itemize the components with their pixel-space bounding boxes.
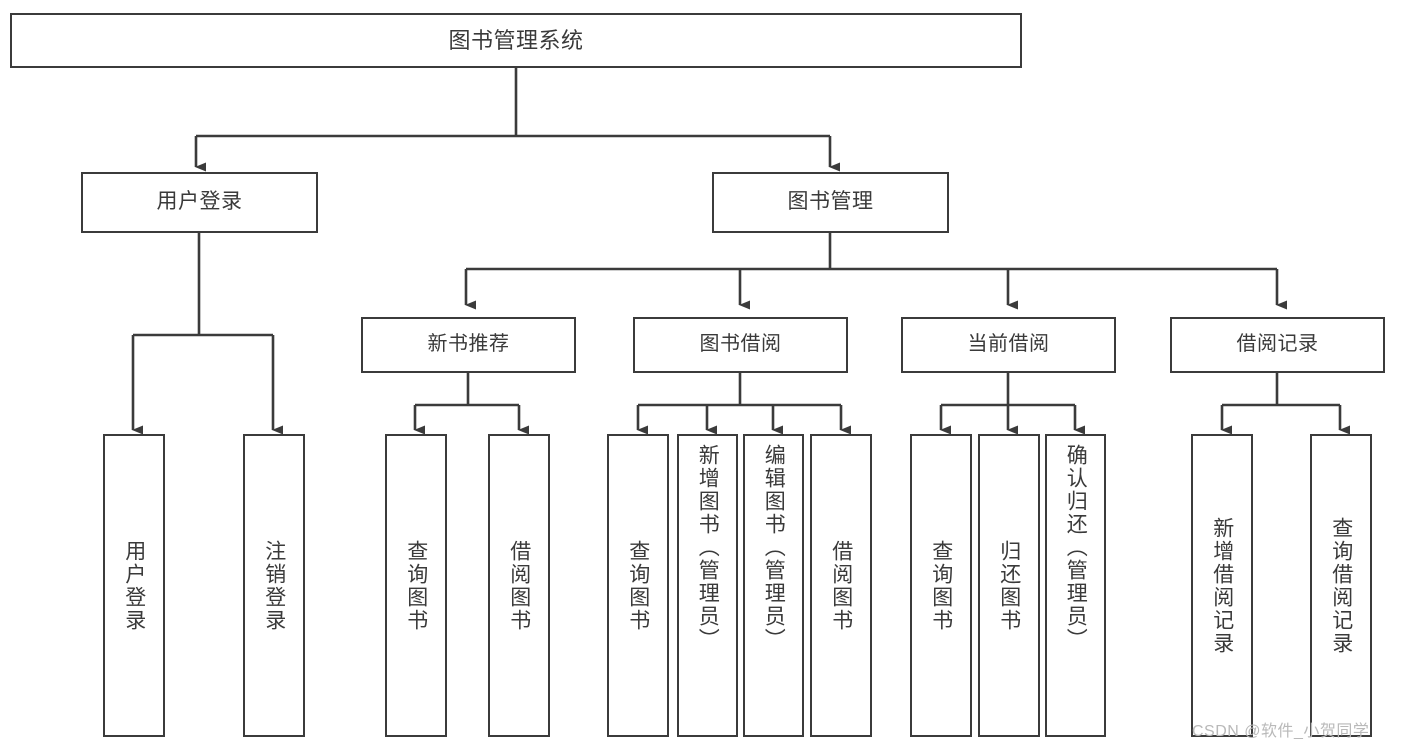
node-book-borrow[interactable]: 图书借阅 xyxy=(633,317,848,373)
node-root-system[interactable]: 图书管理系统 xyxy=(10,13,1022,68)
leaf-query-borrow-record[interactable]: 查询借阅记录 xyxy=(1310,434,1372,737)
node-label: 确认归还（管理员） xyxy=(1064,444,1088,651)
node-label: 图书管理系统 xyxy=(448,27,584,53)
node-label: 新书推荐 xyxy=(427,333,510,356)
node-label: 新增图书（管理员） xyxy=(696,444,720,651)
node-label: 查询图书 xyxy=(929,539,953,632)
leaf-query-book-recommend[interactable]: 查询图书 xyxy=(385,434,447,737)
leaf-logout[interactable]: 注销登录 xyxy=(243,434,305,737)
node-label: 注销登录 xyxy=(262,539,286,632)
node-label: 借阅图书 xyxy=(507,539,531,632)
node-label: 用户登录 xyxy=(122,539,146,632)
leaf-confirm-return-admin[interactable]: 确认归还（管理员） xyxy=(1045,434,1106,737)
node-label: 图书借阅 xyxy=(699,333,782,356)
node-label: 新增借阅记录 xyxy=(1210,516,1234,655)
leaf-query-book-current[interactable]: 查询图书 xyxy=(910,434,972,737)
leaf-borrow-book[interactable]: 借阅图书 xyxy=(810,434,872,737)
leaf-query-book-borrow[interactable]: 查询图书 xyxy=(607,434,669,737)
node-borrow-records[interactable]: 借阅记录 xyxy=(1170,317,1385,373)
node-label: 归还图书 xyxy=(997,539,1021,632)
node-label: 查询图书 xyxy=(626,539,650,632)
leaf-add-book-admin[interactable]: 新增图书（管理员） xyxy=(677,434,738,737)
leaf-return-book[interactable]: 归还图书 xyxy=(978,434,1040,737)
node-current-borrow[interactable]: 当前借阅 xyxy=(901,317,1116,373)
node-label: 查询图书 xyxy=(404,539,428,632)
node-user-login[interactable]: 用户登录 xyxy=(81,172,318,233)
node-label: 查询借阅记录 xyxy=(1329,516,1353,655)
node-label: 当前借阅 xyxy=(967,333,1050,356)
leaf-add-borrow-record[interactable]: 新增借阅记录 xyxy=(1191,434,1253,737)
node-label: 编辑图书（管理员） xyxy=(762,444,786,651)
leaf-borrow-book-recommend[interactable]: 借阅图书 xyxy=(488,434,550,737)
node-book-management[interactable]: 图书管理 xyxy=(712,172,949,233)
csdn-watermark: CSDN @软件_小贺同学 xyxy=(1192,723,1370,740)
leaf-user-login[interactable]: 用户登录 xyxy=(103,434,165,737)
node-label: 借阅图书 xyxy=(829,539,853,632)
leaf-edit-book-admin[interactable]: 编辑图书（管理员） xyxy=(743,434,804,737)
node-label: 用户登录 xyxy=(156,190,243,214)
node-new-book-recommend[interactable]: 新书推荐 xyxy=(361,317,576,373)
node-label: 图书管理 xyxy=(787,190,874,214)
node-label: 借阅记录 xyxy=(1236,333,1319,356)
